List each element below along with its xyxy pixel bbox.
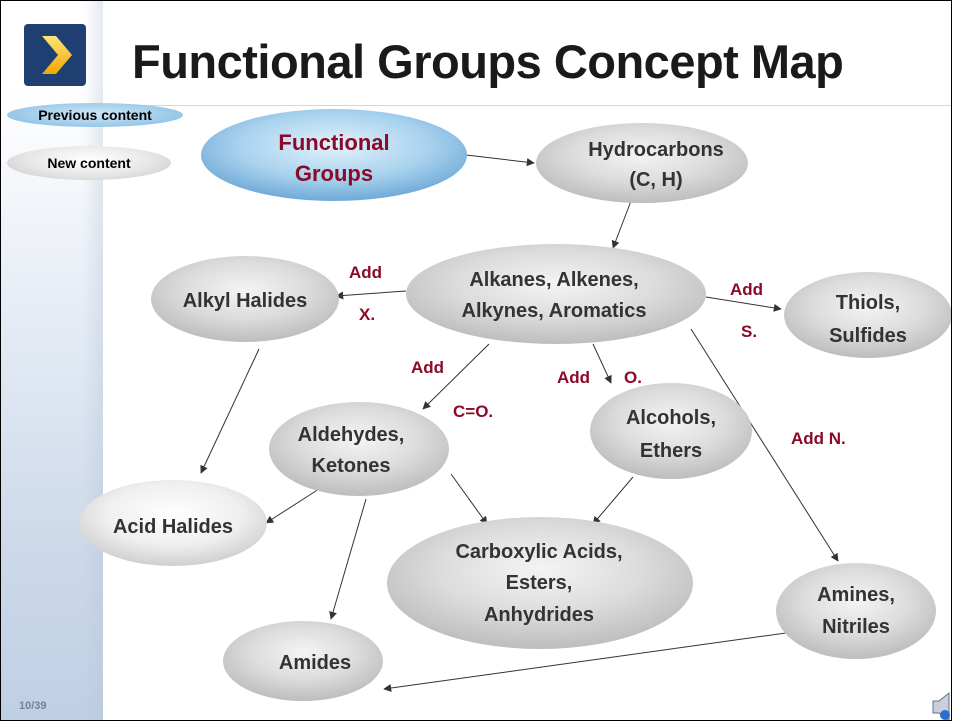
node-label: Thiols, — [836, 292, 900, 314]
arrow-alkanes-thiols — [705, 296, 782, 312]
edge-label: Add — [349, 263, 382, 282]
arrow-alkanes-alkyl — [335, 290, 407, 300]
arrow-alkanes-aldehydes — [422, 343, 490, 410]
node-acid-halides: Acid Halides — [79, 480, 267, 566]
edge-label: X. — [359, 305, 375, 324]
node-label: Esters, — [506, 572, 573, 594]
node-label: Hydrocarbons — [588, 139, 724, 161]
node-amines: Amines, Nitriles — [776, 563, 936, 659]
node-hydrocarbons: Hydrocarbons (C, H) — [536, 123, 748, 203]
node-label: Alkanes, Alkenes, — [469, 269, 638, 291]
arrow-amines-amides — [383, 631, 794, 692]
node-label: Alcohols, — [626, 407, 716, 429]
node-functional-groups: Functional Groups — [201, 109, 467, 201]
speaker-icon[interactable] — [929, 691, 951, 720]
arrow-ald-acid — [265, 488, 320, 524]
chevron-right-icon — [24, 24, 86, 86]
title-divider — [103, 105, 951, 106]
edge-label: Add — [411, 358, 444, 377]
legend-new-label: New content — [47, 155, 131, 171]
node-label: Amines, — [817, 584, 895, 606]
arrow-ald-carbox — [450, 473, 488, 525]
node-label: Nitriles — [822, 616, 890, 638]
arrow-alkanes-amines — [690, 328, 839, 562]
node-label: Acid Halides — [113, 516, 233, 538]
arrow-alkanes-alcohols — [592, 343, 612, 384]
node-label: Amides — [279, 652, 351, 674]
node-alkyl-halides: Alkyl Halides — [151, 256, 339, 342]
node-aldehydes: Aldehydes, Ketones — [269, 402, 449, 496]
edge-label: O. — [624, 368, 642, 387]
node-alkanes: Alkanes, Alkenes, Alkynes, Aromatics — [406, 244, 706, 344]
slide-number: 10/39 — [19, 700, 47, 712]
arrow-ald-amides — [329, 498, 367, 620]
page-title: Functional Groups Concept Map — [132, 35, 844, 88]
node-label: Alkyl Halides — [183, 290, 308, 312]
node-amides: Amides — [223, 621, 383, 701]
legend-previous-content: Previous content — [7, 103, 183, 127]
arrow-alkyl-acid — [200, 348, 260, 474]
node-label: Ethers — [640, 440, 702, 462]
node-label: Groups — [295, 161, 373, 186]
legend-previous-label: Previous content — [38, 107, 152, 123]
node-thiols: Thiols, Sulfides — [784, 272, 951, 358]
arrow-hydro-alkanes — [611, 200, 632, 249]
node-label: Sulfides — [829, 325, 907, 347]
edge-label: Add N. — [791, 429, 846, 448]
edge-label: C=O. — [453, 402, 493, 421]
edge-label: Add — [730, 280, 763, 299]
node-label: Ketones — [312, 455, 391, 477]
arrow-alc-carbox — [592, 476, 634, 525]
legend-new-content: New content — [7, 146, 171, 180]
node-label: Anhydrides — [484, 604, 594, 626]
node-label: Aldehydes, — [298, 424, 405, 446]
node-carboxylic: Carboxylic Acids, Esters, Anhydrides — [387, 517, 693, 649]
node-label: (C, H) — [629, 169, 682, 191]
node-label: Functional — [278, 130, 389, 155]
node-label: Alkynes, Aromatics — [462, 300, 647, 322]
arrow-fg-hydro — [465, 154, 535, 167]
node-alcohols: Alcohols, Ethers — [590, 383, 752, 479]
edge-label: Add — [557, 368, 590, 387]
edge-label: S. — [741, 322, 757, 341]
node-label: Carboxylic Acids, — [455, 541, 622, 563]
